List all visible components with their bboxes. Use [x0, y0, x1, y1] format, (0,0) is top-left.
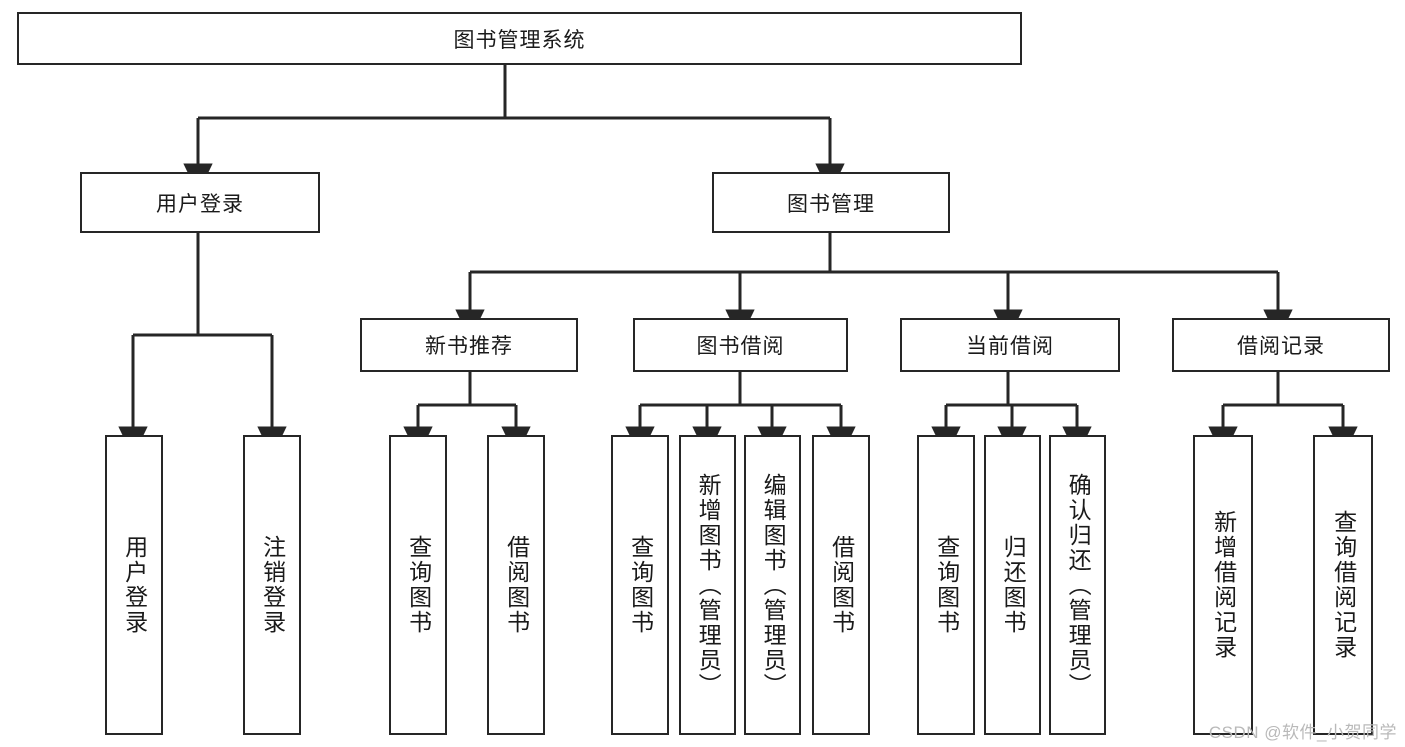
- node-label: 当前借阅: [966, 335, 1054, 358]
- node-label: 查询图书: [405, 535, 432, 635]
- node-new-book-recommendation[interactable]: 新书推荐: [360, 318, 578, 372]
- node-book-borrow[interactable]: 图书借阅: [633, 318, 848, 372]
- node-label: 新增借阅记录: [1210, 510, 1237, 660]
- node-borrow-record[interactable]: 借阅记录: [1172, 318, 1390, 372]
- node-label: 借阅图书: [828, 535, 855, 635]
- node-leaf-edit-book-admin[interactable]: 编辑图书（管理员）: [744, 435, 801, 735]
- node-label: 用户登录: [156, 192, 244, 216]
- node-label: 查询图书: [933, 535, 960, 635]
- node-leaf-confirm-return-admin[interactable]: 确认归还（管理员）: [1049, 435, 1106, 735]
- node-label: 图书管理系统: [453, 28, 586, 52]
- node-leaf-query-book-rec[interactable]: 查询图书: [389, 435, 447, 735]
- node-user-login[interactable]: 用户登录: [80, 172, 320, 233]
- node-current-borrow[interactable]: 当前借阅: [900, 318, 1120, 372]
- node-leaf-add-borrow-record[interactable]: 新增借阅记录: [1193, 435, 1253, 735]
- node-root-system[interactable]: 图书管理系统: [17, 12, 1022, 65]
- node-label: 编辑图书（管理员）: [760, 472, 787, 698]
- node-label: 确认归还（管理员）: [1065, 472, 1092, 698]
- node-leaf-borrow-book-rec[interactable]: 借阅图书: [487, 435, 545, 735]
- node-label: 查询图书: [627, 535, 654, 635]
- node-leaf-logout[interactable]: 注销登录: [243, 435, 301, 735]
- node-label: 图书借阅: [696, 335, 785, 358]
- node-book-management[interactable]: 图书管理: [712, 172, 950, 233]
- node-label: 用户登录: [121, 535, 148, 635]
- node-leaf-query-book-borrow[interactable]: 查询图书: [611, 435, 669, 735]
- node-leaf-query-book-current[interactable]: 查询图书: [917, 435, 975, 735]
- node-label: 借阅图书: [503, 535, 530, 635]
- node-leaf-return-book[interactable]: 归还图书: [984, 435, 1041, 735]
- node-label: 归还图书: [1000, 535, 1027, 635]
- node-label: 新增图书（管理员）: [695, 472, 722, 698]
- node-label: 图书管理: [787, 192, 875, 216]
- node-label: 注销登录: [259, 535, 286, 635]
- node-label: 借阅记录: [1237, 335, 1325, 358]
- watermark-text: CSDN @软件_小贺同学: [1208, 723, 1397, 742]
- node-leaf-query-borrow-record[interactable]: 查询借阅记录: [1313, 435, 1373, 735]
- node-leaf-borrow-book[interactable]: 借阅图书: [812, 435, 870, 735]
- node-label: 新书推荐: [425, 335, 513, 358]
- node-label: 查询借阅记录: [1330, 510, 1357, 660]
- node-leaf-user-login[interactable]: 用户登录: [105, 435, 163, 735]
- node-leaf-add-book-admin[interactable]: 新增图书（管理员）: [679, 435, 736, 735]
